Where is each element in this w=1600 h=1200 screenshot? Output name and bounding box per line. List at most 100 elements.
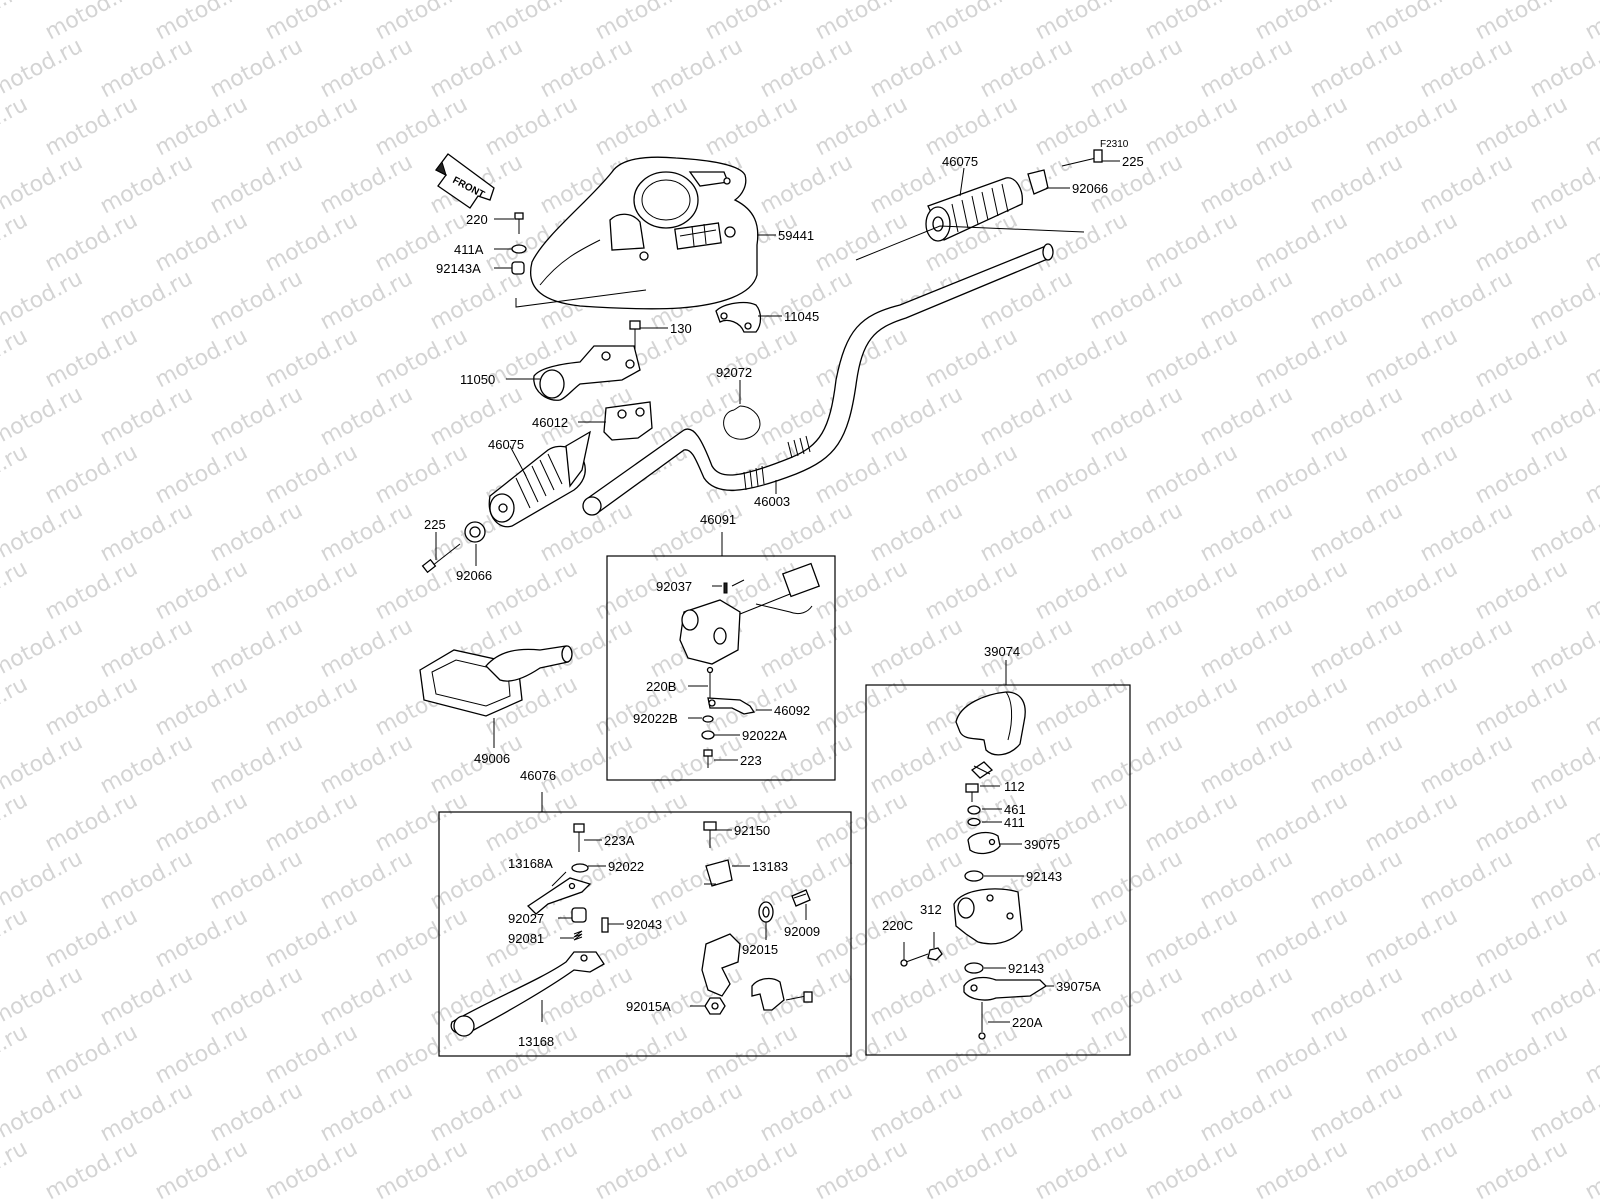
- watermark-text: motod.ru: [0, 0, 32, 45]
- watermark-text: motod.ru: [1471, 0, 1572, 45]
- pin-92043: [601, 917, 609, 933]
- watermark-text: motod.ru: [811, 904, 912, 973]
- washer-92022: [571, 863, 589, 873]
- watermark-text: motod.ru: [1306, 382, 1407, 451]
- watermark-text: motod.ru: [976, 34, 1077, 103]
- watermark-text: motod.ru: [756, 1078, 857, 1147]
- watermark-text: motod.ru: [1306, 266, 1407, 335]
- meter-cover-59441: [530, 156, 759, 310]
- watermark-text: motod.ru: [1361, 440, 1462, 509]
- watermark-text: motod.ru: [1581, 0, 1600, 45]
- watermark-text: motod.ru: [316, 382, 417, 451]
- label-92072: 92072: [716, 365, 752, 380]
- watermark-text: motod.ru: [591, 904, 692, 973]
- watermark-text: motod.ru: [1031, 0, 1132, 45]
- lever-46092: [707, 697, 756, 715]
- spring-92081: [573, 930, 583, 941]
- watermark-text: motod.ru: [646, 730, 747, 799]
- watermark-text: motod.ru: [701, 324, 802, 393]
- watermark-text: motod.ru: [1251, 556, 1352, 625]
- watermark-text: motod.ru: [261, 440, 362, 509]
- watermark-text: motod.ru: [921, 0, 1022, 45]
- watermark-text: motod.ru: [316, 614, 417, 683]
- watermark-text: motod.ru: [591, 672, 692, 741]
- watermark-text: motod.ru: [0, 672, 32, 741]
- label-220C: 220C: [882, 918, 913, 933]
- label-39075A: 39075A: [1056, 979, 1101, 994]
- watermark-text: motod.ru: [0, 1020, 32, 1089]
- watermark-text: motod.ru: [151, 1020, 252, 1089]
- watermark-text: motod.ru: [206, 498, 307, 567]
- watermark-text: motod.ru: [591, 1136, 692, 1200]
- watermark-text: motod.ru: [1361, 672, 1462, 741]
- watermark-text: motod.ru: [701, 1136, 802, 1200]
- watermark-text: motod.ru: [96, 1078, 197, 1147]
- watermark-text: motod.ru: [371, 1136, 472, 1200]
- watermark-text: motod.ru: [41, 324, 142, 393]
- watermark-text: motod.ru: [0, 34, 87, 103]
- watermark-text: motod.ru: [1581, 904, 1600, 973]
- watermark-text: motod.ru: [1416, 614, 1517, 683]
- watermark-text: motod.ru: [1251, 1136, 1352, 1200]
- watermark-text: motod.ru: [1251, 92, 1352, 161]
- watermark-text: motod.ru: [1416, 34, 1517, 103]
- watermark-text: motod.ru: [1031, 208, 1132, 277]
- watermark-text: motod.ru: [206, 150, 307, 219]
- watermark-text: motod.ru: [0, 382, 87, 451]
- watermark-text: motod.ru: [756, 266, 857, 335]
- watermark-text: motod.ru: [41, 1020, 142, 1089]
- watermark-text: motod.ru: [0, 266, 87, 335]
- lever-13168: [450, 951, 605, 1037]
- watermark-text: motod.ru: [206, 614, 307, 683]
- part-labels: 220 411A 92143A 59441 46075 F2310 225 92…: [424, 139, 1144, 1049]
- watermark-text: motod.ru: [1471, 208, 1572, 277]
- watermark-text: motod.ru: [151, 672, 252, 741]
- label-49006: 49006: [474, 751, 510, 766]
- watermark-text: motod.ru: [41, 0, 142, 45]
- screw-225-left: [421, 543, 461, 574]
- label-92015: 92015: [742, 942, 778, 957]
- screw-223: [703, 749, 713, 768]
- label-46091: 46091: [700, 512, 736, 527]
- screw-220B: [706, 666, 714, 700]
- watermark-text: motod.ru: [866, 498, 967, 567]
- watermark-text: motod.ru: [316, 730, 417, 799]
- watermark-text: motod.ru: [1141, 904, 1242, 973]
- watermark-text: motod.ru: [96, 34, 197, 103]
- watermark-text: motod.ru: [1361, 788, 1462, 857]
- watermark-text: motod.ru: [921, 1136, 1022, 1200]
- watermark-text: motod.ru: [41, 904, 142, 973]
- grip-left-46075: [488, 430, 591, 528]
- watermark-text: motod.ru: [1526, 730, 1600, 799]
- watermark-text: motod.ru: [96, 962, 197, 1031]
- watermark-text: motod.ru: [1031, 556, 1132, 625]
- watermark-text: motod.ru: [371, 904, 472, 973]
- label-223: 223: [740, 753, 762, 768]
- label-92037: 92037: [656, 579, 692, 594]
- watermark-text: motod.ru: [1086, 962, 1187, 1031]
- label-46003: 46003: [754, 494, 790, 509]
- switch-13183: [704, 859, 733, 887]
- label-92150: 92150: [734, 823, 770, 838]
- watermark-text: motod.ru: [371, 556, 472, 625]
- watermark-text: motod.ru: [0, 150, 87, 219]
- watermark-text: motod.ru: [1526, 498, 1600, 567]
- watermark-text: motod.ru: [151, 788, 252, 857]
- label-92143A: 92143A: [436, 261, 481, 276]
- watermark-text: motod.ru: [151, 1136, 252, 1200]
- washer-411: [967, 817, 981, 827]
- label-225-right: 225: [1122, 154, 1144, 169]
- watermark-text: motod.ru: [976, 1078, 1077, 1147]
- watermark-text: motod.ru: [261, 672, 362, 741]
- watermark-text: motod.ru: [316, 150, 417, 219]
- label-312: 312: [920, 902, 942, 917]
- watermark-text: motod.ru: [1251, 904, 1352, 973]
- watermark-text: motod.ru: [151, 92, 252, 161]
- front-arrow-icon: FRONT: [435, 153, 495, 209]
- watermark-text: motod.ru: [921, 556, 1022, 625]
- watermark-text: motod.ru: [591, 0, 692, 45]
- watermark-text: motod.ru: [1471, 440, 1572, 509]
- label-92066-right: 92066: [1072, 181, 1108, 196]
- watermark-text: motod.ru: [41, 556, 142, 625]
- watermark-text: motod.ru: [1196, 150, 1297, 219]
